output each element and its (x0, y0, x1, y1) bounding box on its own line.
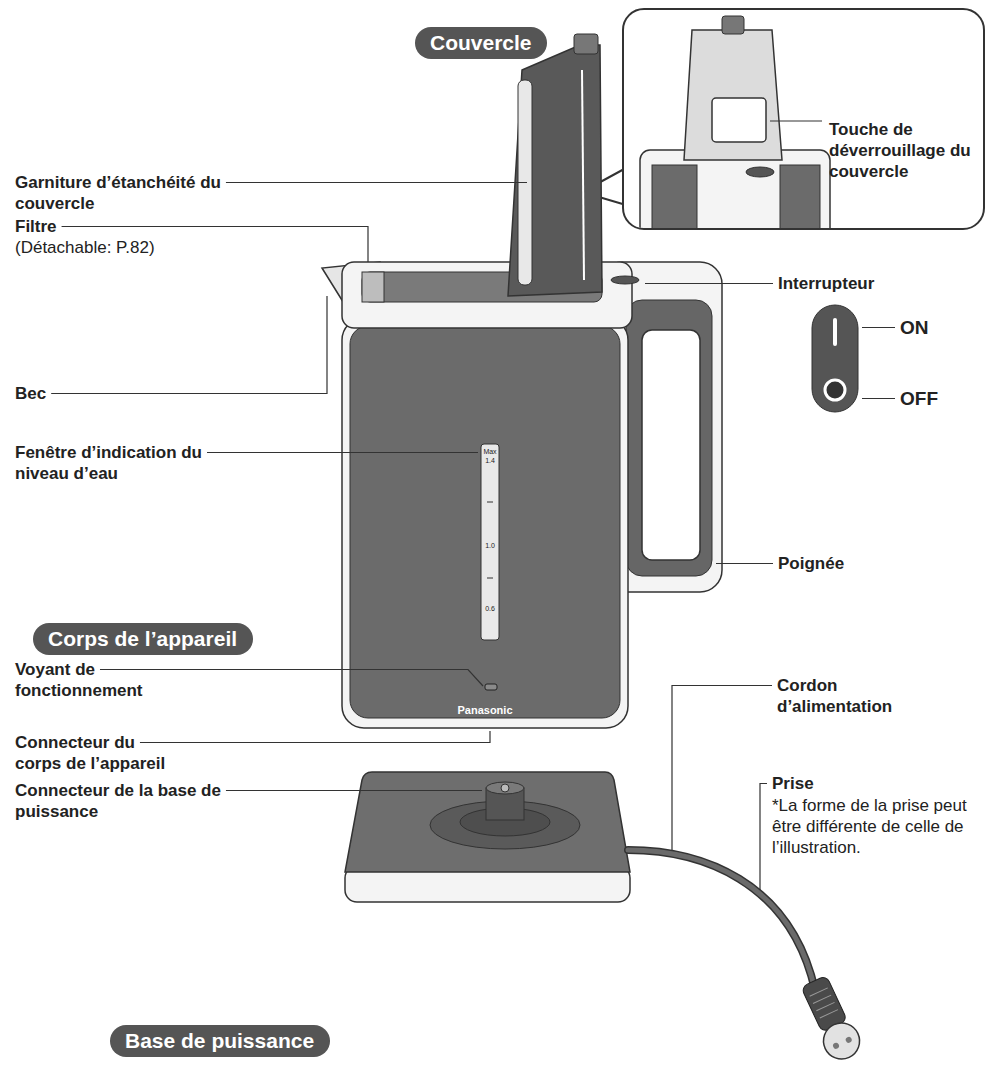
part-label: Voyant de fonctionnement (15, 659, 175, 701)
part-note: (Détachable: P.82) (15, 237, 155, 258)
power-cord (628, 850, 815, 990)
part-label: Bec (15, 383, 46, 404)
leader-line (51, 296, 327, 394)
section-label: Base de puissance (110, 1025, 330, 1057)
switch-state: ON (900, 316, 929, 340)
footnote: *La forme de la prise peut être différen… (772, 795, 977, 858)
inset-callout: Touche de déverrouillage du couvercle (622, 8, 985, 230)
leader-line (207, 452, 478, 453)
switch-state: OFF (900, 387, 938, 411)
leader-line (226, 182, 527, 183)
node-text: Corps de l’appareil (48, 626, 237, 652)
node-text: Touche de déverrouillage du couvercle (829, 119, 979, 182)
level-window (481, 444, 499, 640)
leader-line (226, 790, 482, 791)
node-text: Couvercle (430, 30, 532, 56)
part-label: Garniture d’étanchéité du couvercle (15, 172, 245, 214)
indicator-light (485, 684, 497, 690)
brand-logo: Panasonic (445, 703, 525, 717)
leader-line (140, 731, 490, 743)
section-label: Couvercle (415, 27, 547, 59)
leader-line (760, 784, 767, 891)
part-label: Connecteur du corps de l’appareil (15, 732, 185, 774)
section-label: Corps de l’appareil (33, 623, 253, 655)
part-label: Cordon d’alimentation (777, 675, 947, 717)
node-text: Base de puissance (125, 1028, 314, 1054)
scale-number: 1.0 (481, 541, 499, 550)
part-label: Filtre (15, 216, 57, 237)
lid-detail (624, 10, 983, 228)
open-lid (508, 45, 602, 296)
leader-line (672, 686, 772, 851)
scale-number: Max (481, 447, 499, 456)
leader-line (716, 563, 773, 564)
switch-symbol (812, 305, 858, 412)
scale-number: 1.4 (481, 456, 499, 465)
leader-line (100, 670, 483, 687)
leader-line (862, 327, 895, 328)
scale-number: 0.6 (481, 604, 499, 613)
kettle-body (342, 318, 628, 728)
plug (797, 974, 865, 1065)
part-label: Interrupteur (778, 273, 874, 294)
part-label: Connecteur de la base de puissance (15, 780, 225, 822)
leader-line (862, 398, 895, 399)
part-label: Fenêtre d’indication du niveau d’eau (15, 442, 255, 484)
part-label: Poignée (778, 553, 844, 574)
leader-line (645, 283, 773, 284)
part-label: Prise (772, 773, 814, 794)
